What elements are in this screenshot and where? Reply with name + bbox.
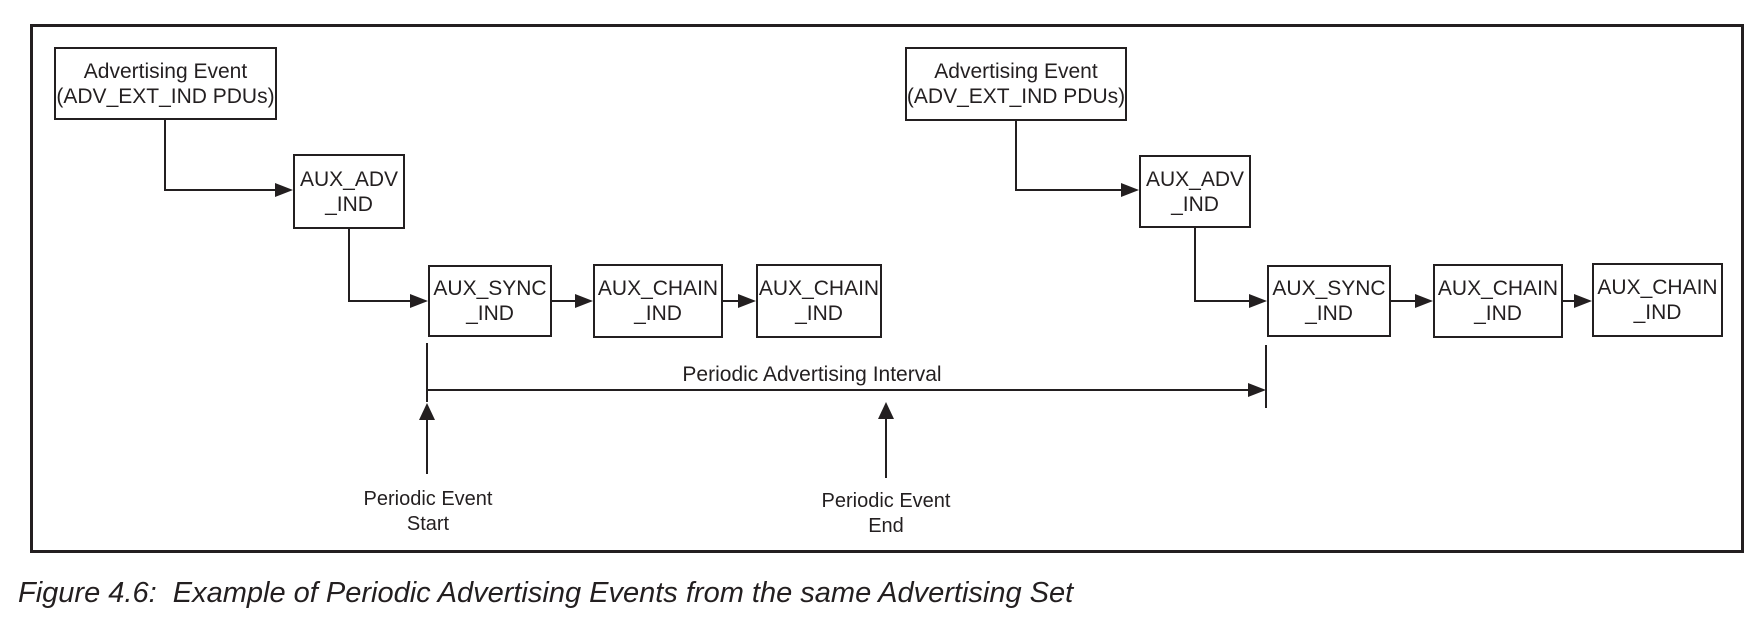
node-label: (ADV_EXT_IND PDUs): [56, 84, 275, 108]
node-label: _IND: [634, 302, 682, 325]
arrowhead-icon: [1574, 294, 1592, 308]
node-label: Advertising Event: [934, 60, 1098, 83]
connector-line: [723, 300, 738, 302]
connector-line: [1563, 300, 1574, 302]
event-end-label-line2: End: [868, 515, 904, 537]
node-label: _IND: [1171, 192, 1219, 216]
event-start-label: Periodic Event Start: [364, 487, 493, 537]
node-label: AUX_CHAIN: [1437, 277, 1559, 300]
node-label: AUX_CHAIN: [1597, 276, 1718, 299]
connector-line: [348, 300, 410, 302]
interval-label: Periodic Advertising Interval: [682, 363, 942, 386]
node-label: _IND: [795, 302, 843, 325]
event-end-label: Periodic Event End: [822, 489, 951, 539]
connector-line: [164, 120, 166, 191]
interval-line: [426, 389, 1248, 391]
arrowhead-icon: [575, 294, 593, 308]
event-end-arrow-shaft: [885, 418, 887, 478]
arrowhead-icon: [410, 294, 428, 308]
connector-line: [164, 189, 275, 191]
node-label: AUX_ADV: [1145, 167, 1245, 191]
arrowhead-icon: [1121, 183, 1139, 197]
node-aux-sync-ind-1: AUX_SYNC _IND: [428, 265, 552, 337]
node-aux-chain-ind-2: AUX_CHAIN _IND: [756, 264, 882, 338]
connector-line: [1391, 300, 1415, 302]
interval-left-tick: [426, 343, 428, 402]
node-label: _IND: [466, 302, 514, 325]
node-aux-sync-ind-2: AUX_SYNC _IND: [1267, 265, 1391, 337]
event-end-label-line1: Periodic Event: [821, 490, 951, 512]
connector-line: [1015, 189, 1121, 191]
node-aux-adv-ind-2: AUX_ADV _IND: [1139, 155, 1251, 228]
connector-line: [348, 229, 350, 302]
event-start-label-line2: Start: [406, 513, 450, 535]
interval-arrowhead-icon: [1248, 383, 1266, 397]
arrowhead-icon: [738, 294, 756, 308]
connector-line: [1194, 300, 1249, 302]
node-label: AUX_CHAIN: [758, 277, 880, 300]
node-aux-chain-ind-4: AUX_CHAIN _IND: [1592, 263, 1723, 337]
node-label: _IND: [325, 192, 373, 216]
event-end-arrowhead-icon: [878, 402, 894, 419]
node-label: _IND: [1305, 302, 1353, 325]
node-aux-chain-ind-1: AUX_CHAIN _IND: [593, 264, 723, 338]
connector-line: [1015, 121, 1017, 191]
event-start-arrowhead-icon: [419, 403, 435, 420]
figure-caption: Figure 4.6: Example of Periodic Advertis…: [18, 577, 1074, 609]
event-start-arrow-shaft: [426, 419, 428, 474]
node-label: Advertising Event: [83, 59, 248, 83]
interval-right-tick: [1265, 345, 1267, 408]
node-advertising-event-2: Advertising Event (ADV_EXT_IND PDUs): [905, 47, 1127, 121]
diagram-border: [30, 24, 1744, 553]
node-label: (ADV_EXT_IND PDUs): [906, 85, 1126, 108]
connector-line: [1194, 228, 1196, 302]
node-label: AUX_SYNC: [1272, 277, 1386, 300]
node-label: AUX_SYNC: [433, 277, 547, 300]
node-label: AUX_CHAIN: [597, 277, 719, 300]
node-advertising-event-1: Advertising Event (ADV_EXT_IND PDUs): [54, 47, 277, 120]
arrowhead-icon: [1249, 294, 1267, 308]
node-label: _IND: [1633, 301, 1682, 324]
node-aux-adv-ind-1: AUX_ADV _IND: [293, 154, 405, 229]
event-start-label-line1: Periodic Event: [363, 488, 493, 510]
arrowhead-icon: [1415, 294, 1433, 308]
node-label: _IND: [1474, 302, 1522, 325]
connector-line: [552, 300, 575, 302]
arrowhead-icon: [275, 183, 293, 197]
node-aux-chain-ind-3: AUX_CHAIN _IND: [1433, 264, 1563, 338]
node-label: AUX_ADV: [299, 167, 399, 191]
